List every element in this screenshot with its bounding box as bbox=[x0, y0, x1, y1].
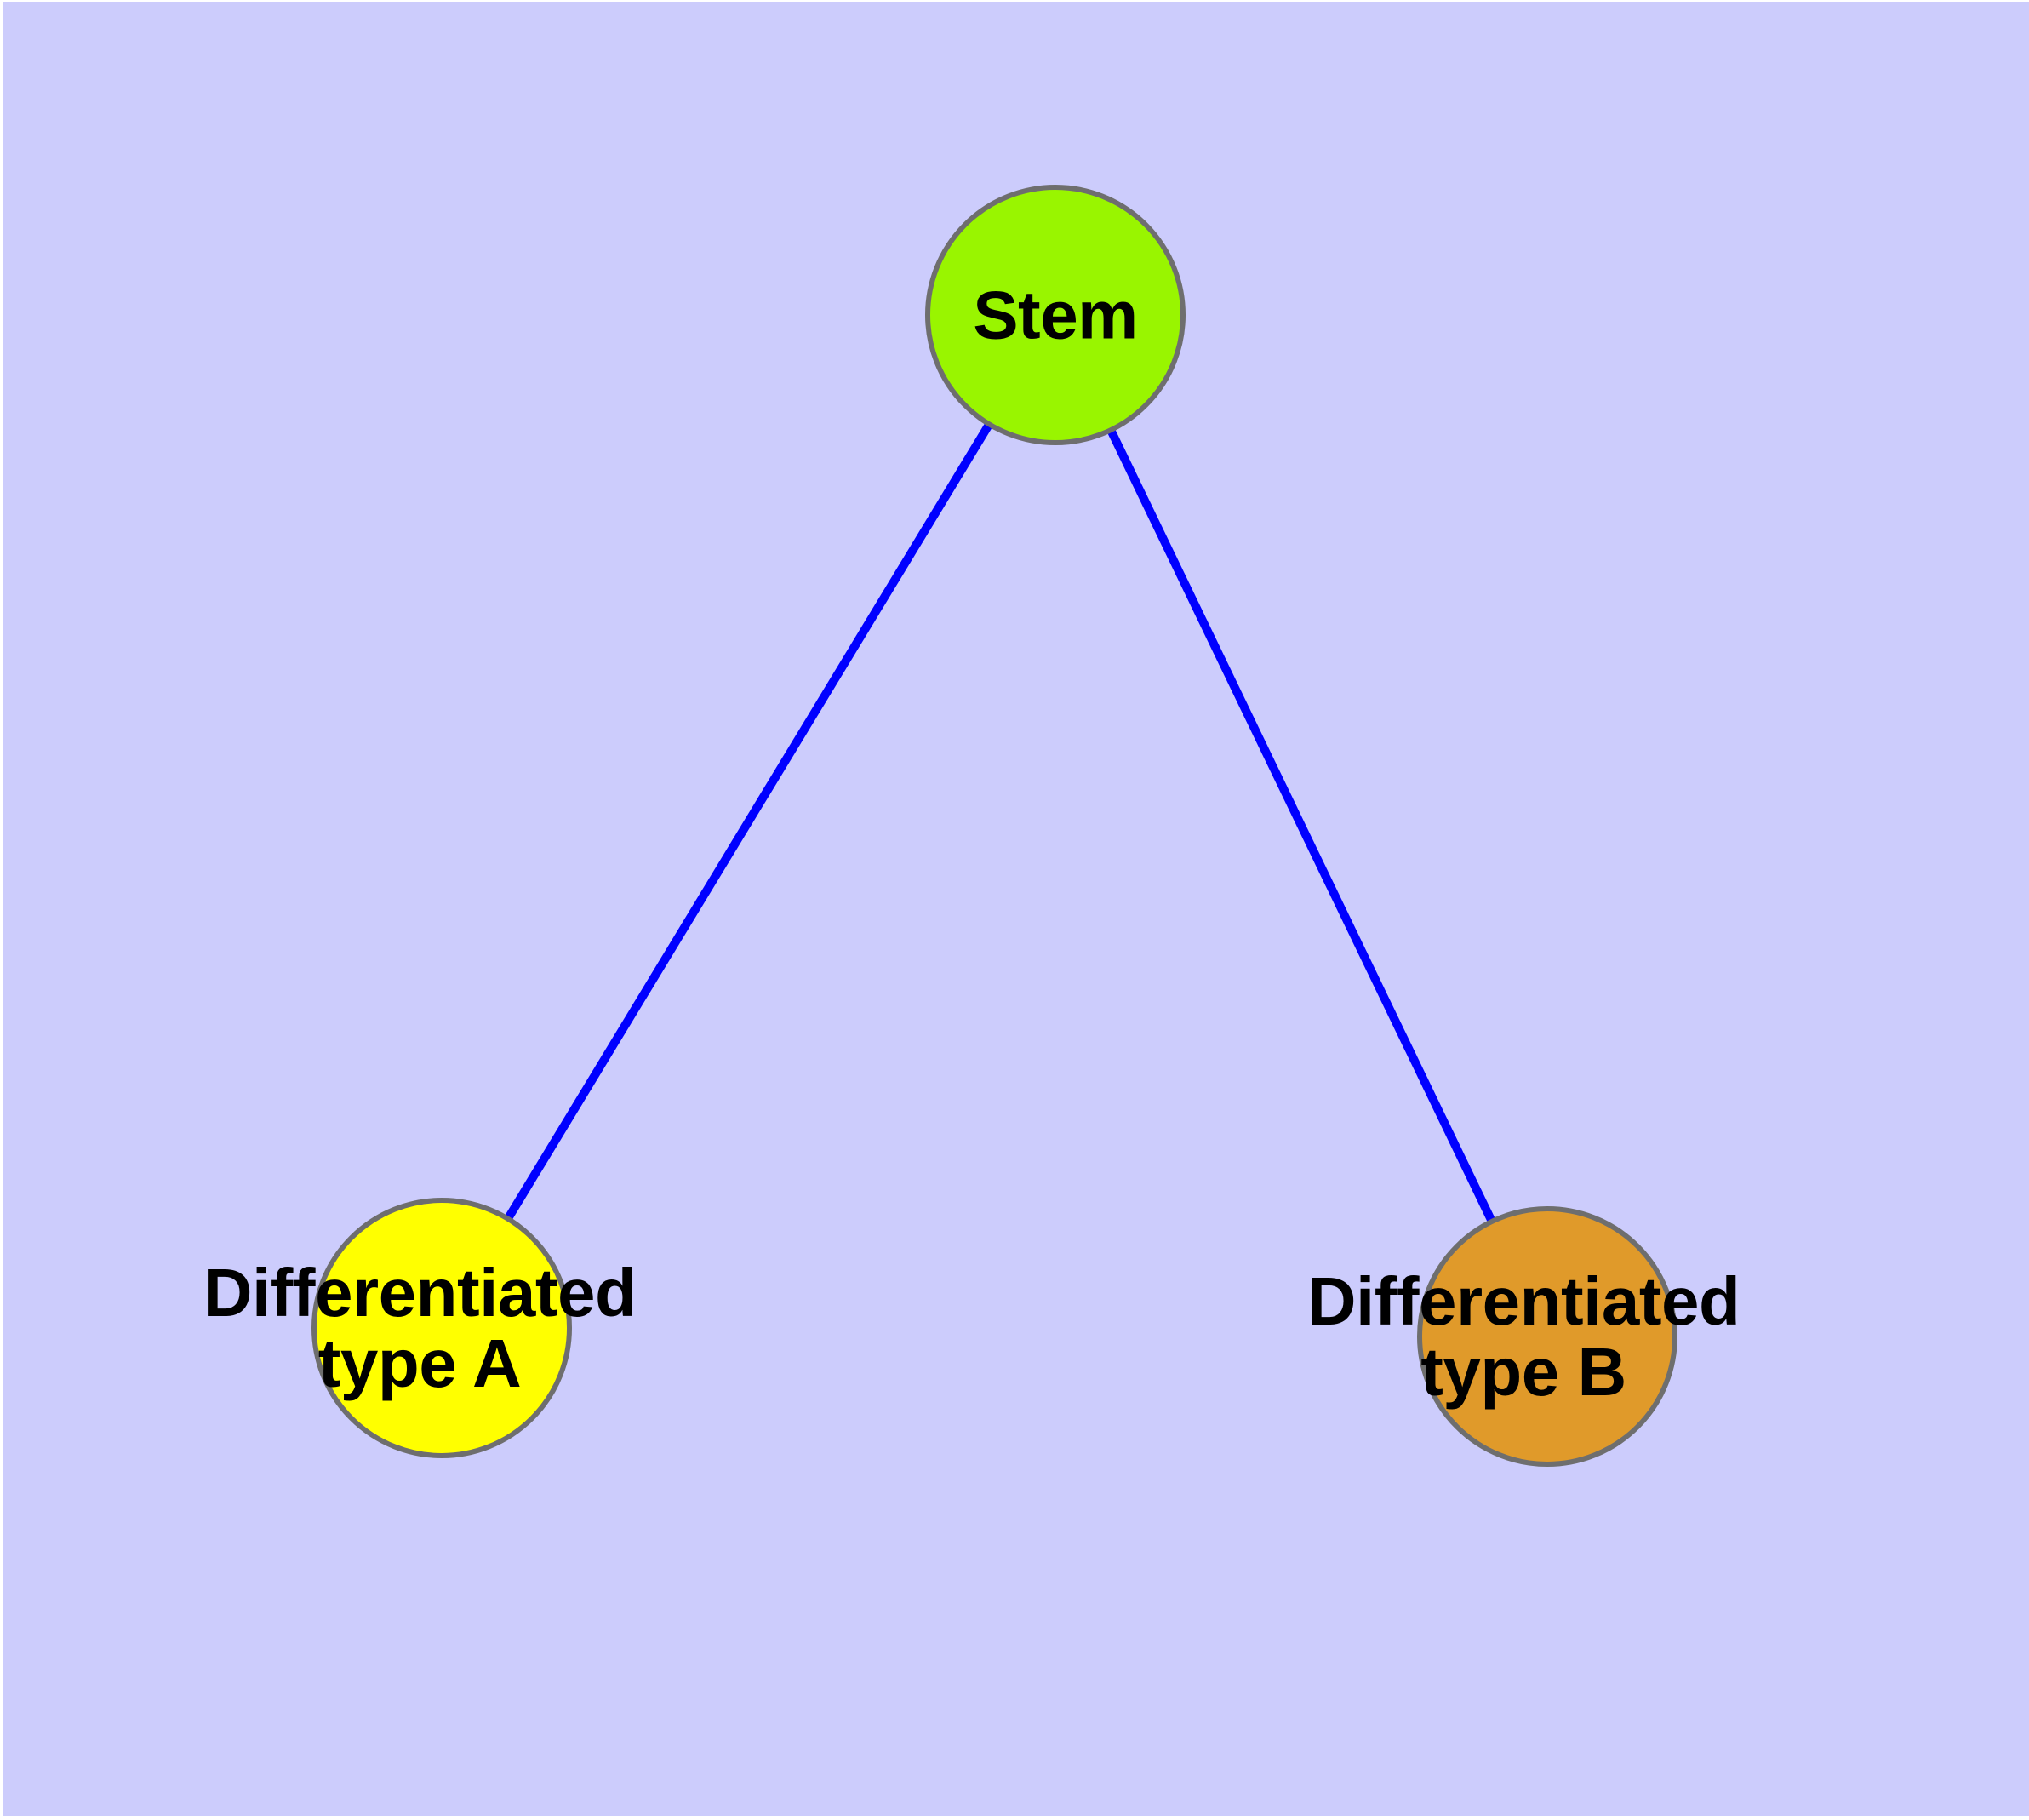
edge-stem-to-diff-a[interactable] bbox=[437, 312, 1060, 1331]
edge-stem-to-diff-b[interactable] bbox=[1051, 312, 1552, 1339]
edge-layer bbox=[437, 312, 1552, 1339]
node-circle-diff-a[interactable] bbox=[311, 1198, 572, 1458]
cell-differentiation-graph bbox=[311, 185, 1677, 1467]
node-circle-stem[interactable] bbox=[925, 185, 1186, 445]
diagram-canvas: Stem Differentiated type A Differentiate… bbox=[3, 2, 2029, 1816]
node-circle-diff-b[interactable] bbox=[1417, 1206, 1677, 1467]
node-layer bbox=[311, 185, 1677, 1467]
